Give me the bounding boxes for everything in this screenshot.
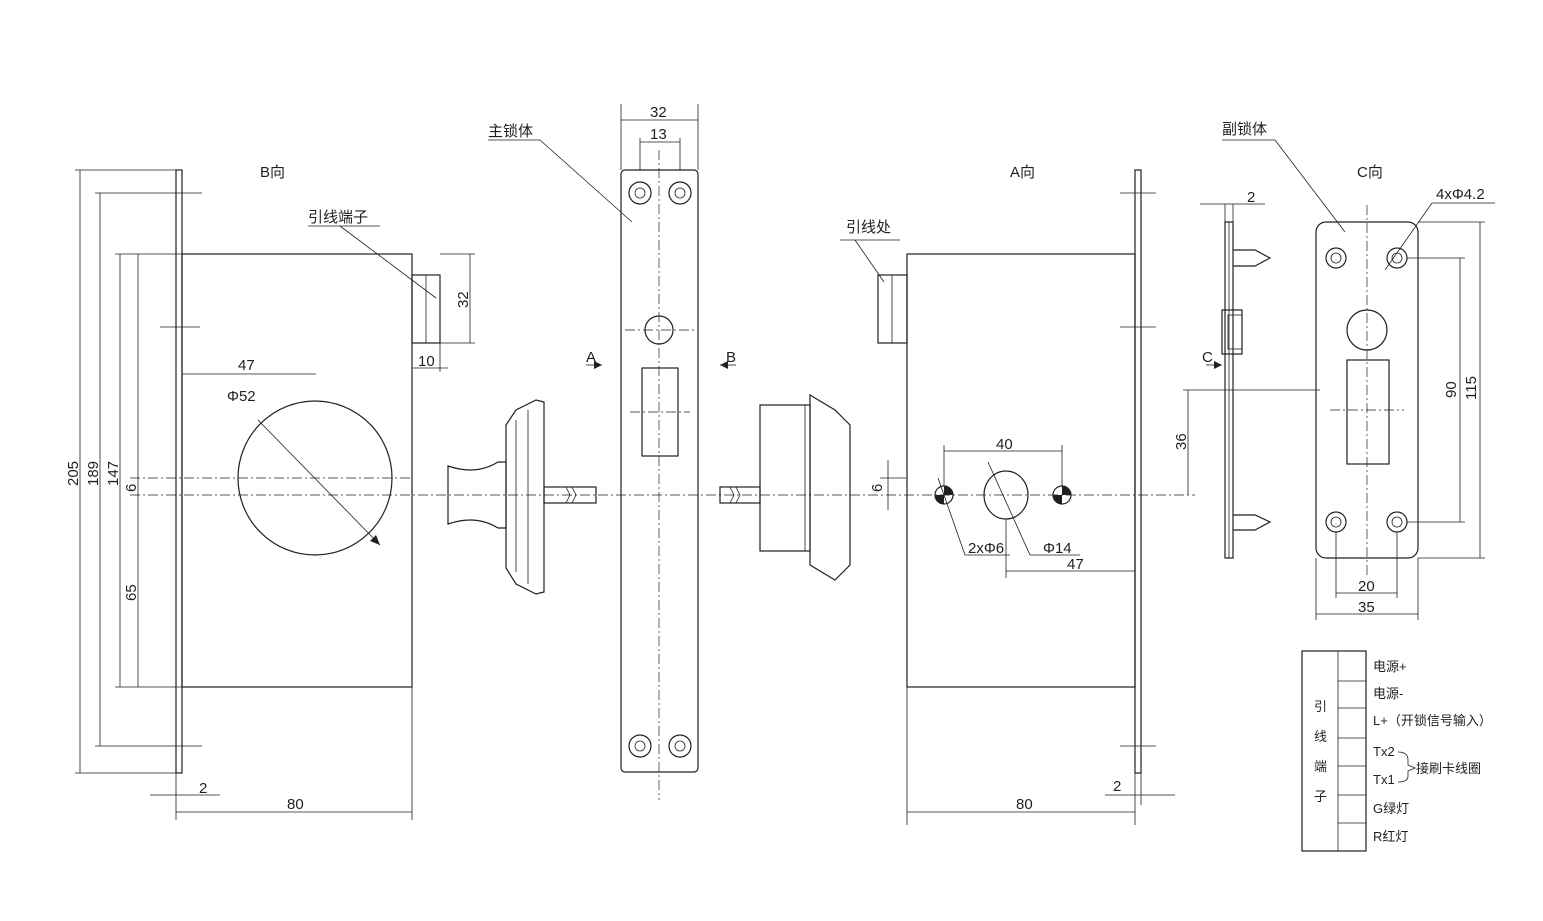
arrow-a-label: A bbox=[586, 349, 596, 366]
dim-35: 35 bbox=[1358, 599, 1375, 616]
terminal-row-7: R红灯 bbox=[1373, 829, 1408, 844]
sub-lock-label: 副锁体 bbox=[1222, 121, 1267, 138]
terminal-row-1: 电源+ bbox=[1373, 659, 1407, 674]
dim-6-mid: 6 bbox=[869, 484, 886, 492]
dim-115: 115 bbox=[1463, 376, 1480, 400]
terminal-header-char-3: 端 bbox=[1314, 759, 1327, 774]
strike-side bbox=[1183, 203, 1320, 559]
dim-4xphi42: 4xΦ4.2 bbox=[1436, 186, 1485, 203]
terminal-header-char-1: 引 bbox=[1314, 699, 1327, 714]
dim-80-right: 80 bbox=[1016, 796, 1033, 813]
main-lock-plate bbox=[488, 104, 736, 800]
dim-47-right: 47 bbox=[1067, 556, 1084, 573]
terminal-table bbox=[1301, 650, 1417, 852]
dim-32-top: 32 bbox=[650, 104, 667, 121]
dim-32-right: 32 bbox=[455, 291, 472, 308]
dim-2-left: 2 bbox=[199, 780, 207, 797]
c-view bbox=[1222, 139, 1495, 620]
lead-point-label: 引线处 bbox=[846, 219, 891, 236]
terminal-row-4: Tx2 bbox=[1373, 744, 1395, 759]
dim-65: 65 bbox=[123, 584, 140, 601]
dim-10: 10 bbox=[418, 353, 435, 370]
dim-phi52: Φ52 bbox=[227, 388, 256, 405]
view-a-label: A向 bbox=[1010, 164, 1035, 181]
knob-outside bbox=[719, 393, 851, 581]
main-lock-label: 主锁体 bbox=[488, 123, 533, 140]
terminal-row-2: 电源- bbox=[1373, 686, 1403, 701]
dim-2xphi6: 2xΦ6 bbox=[968, 540, 1004, 557]
view-b-label: B向 bbox=[260, 164, 285, 181]
dim-90: 90 bbox=[1443, 381, 1460, 398]
knob-inside bbox=[447, 399, 597, 595]
dim-47-left: 47 bbox=[238, 357, 255, 374]
dim-147: 147 bbox=[105, 461, 122, 486]
dim-80-left: 80 bbox=[287, 796, 304, 813]
dim-2-right: 2 bbox=[1113, 778, 1121, 795]
arrow-b-label: B bbox=[726, 349, 736, 366]
a-view bbox=[840, 169, 1175, 825]
dim-20: 20 bbox=[1358, 578, 1375, 595]
terminal-row-5: Tx1 bbox=[1373, 772, 1395, 787]
dim-13: 13 bbox=[650, 126, 667, 143]
dim-2-side: 2 bbox=[1247, 189, 1255, 206]
dim-6-left: 6 bbox=[123, 484, 140, 492]
terminal-row-3: L+（开锁信号输入） bbox=[1373, 713, 1492, 728]
dim-phi14: Φ14 bbox=[1043, 540, 1072, 557]
b-view bbox=[75, 169, 1195, 820]
dim-205: 205 bbox=[65, 461, 82, 486]
lead-terminal-label: 引线端子 bbox=[308, 209, 368, 226]
terminal-header-char-2: 线 bbox=[1314, 729, 1327, 744]
terminal-bracket-label: 接刷卡线圈 bbox=[1416, 761, 1481, 776]
dim-40: 40 bbox=[996, 436, 1013, 453]
terminal-header-char-4: 子 bbox=[1314, 789, 1327, 804]
dim-189: 189 bbox=[85, 461, 102, 486]
dim-36: 36 bbox=[1173, 433, 1190, 450]
terminal-row-6: G绿灯 bbox=[1373, 801, 1409, 816]
arrow-c-label: C bbox=[1202, 349, 1213, 366]
view-c-label: C向 bbox=[1357, 164, 1383, 181]
